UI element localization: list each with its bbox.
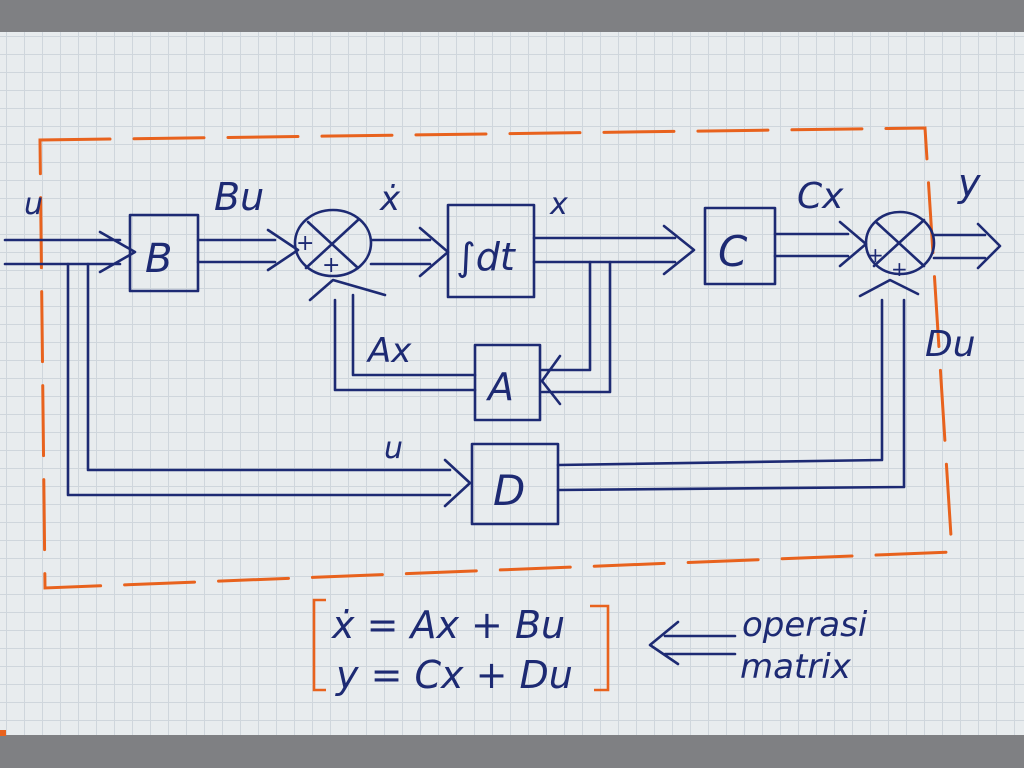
- y-output-arrow: [932, 222, 1002, 270]
- input-arrow-line: [3, 230, 137, 274]
- label-u-input: u: [24, 187, 43, 222]
- label-du: Du: [925, 324, 976, 365]
- x-arrow-to-c: [532, 224, 696, 276]
- bu-arrow: [196, 228, 300, 272]
- label-cx: Cx: [797, 176, 844, 217]
- note-matrix: matrix: [740, 647, 852, 687]
- label-bu: Bu: [214, 175, 264, 219]
- xdot-arrow: [369, 226, 450, 278]
- du-feedback-arrow: [556, 278, 920, 492]
- block-c: [703, 206, 777, 286]
- corner-marker: [0, 730, 6, 736]
- label-u-to-d: u: [384, 431, 403, 466]
- sum-junction-2: [864, 210, 936, 276]
- block-d: [470, 442, 560, 526]
- system-boundary: [38, 126, 954, 590]
- u-branch-to-d: [66, 262, 472, 508]
- sum-1-plus-bottom: +: [322, 253, 340, 278]
- label-y: y: [957, 161, 981, 205]
- equation-output: y = Cx + Du: [335, 653, 573, 697]
- ax-feedback-arrow: [308, 278, 477, 392]
- block-a-label: A: [485, 365, 514, 409]
- sum-2-plus-bottom: +: [891, 257, 908, 281]
- sum-junction-2-cross: [872, 218, 926, 268]
- equation-bracket-left: [312, 598, 326, 692]
- block-integrator: [446, 203, 536, 299]
- note-arrow: [648, 620, 737, 666]
- grid-paper: [0, 32, 1024, 735]
- equation-state: ẋ = Ax + Bu: [331, 603, 565, 647]
- sum-2-plus-left: +: [867, 243, 884, 267]
- label-xdot: ẋ: [379, 179, 401, 219]
- label-ax: Ax: [366, 331, 412, 371]
- block-d-label: D: [493, 466, 525, 515]
- block-c-label: C: [718, 227, 748, 276]
- block-a: [473, 343, 542, 422]
- sum-1-plus-top: +: [296, 231, 314, 256]
- block-b-label: B: [145, 236, 172, 282]
- cx-arrow: [773, 220, 868, 268]
- block-integrator-label: ∫dt: [456, 235, 517, 279]
- note-operasi: operasi: [742, 605, 868, 645]
- equation-bracket-right: [590, 604, 610, 692]
- block-b: [128, 213, 200, 293]
- label-x: x: [549, 187, 568, 222]
- sum-junction-1: [293, 208, 373, 278]
- x-feedback-to-a: [540, 260, 612, 406]
- sum-junction-1-cross: [304, 218, 360, 270]
